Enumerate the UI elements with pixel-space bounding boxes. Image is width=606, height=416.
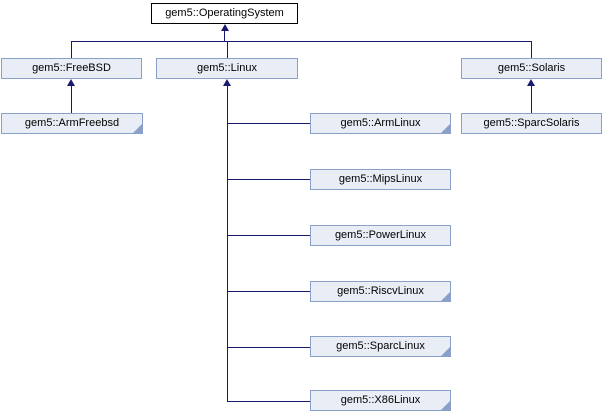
edge-powerlinux-branch [227,235,310,236]
edge-freebsd-stub [71,41,72,58]
truncated-corner-icon [441,401,450,410]
node-gem5-mipslinux[interactable]: gem5::MipsLinux [310,169,451,190]
edge-sparclinux-branch [227,347,310,348]
node-label: gem5::ArmFreebsd [24,117,120,129]
arrowhead-to-solaris-icon [527,79,535,86]
edge-riscvlinux-branch [227,291,310,292]
edge-armlinux-branch [227,123,310,124]
node-label: gem5::X86Linux [340,394,421,406]
edge-solaris-stub [531,41,532,58]
node-gem5-freebsd[interactable]: gem5::FreeBSD [1,58,142,79]
edge-linux-trunk [227,86,228,402]
node-gem5-x86linux[interactable]: gem5::X86Linux [310,390,451,411]
node-gem5-sparcsolaris[interactable]: gem5::SparcSolaris [461,113,602,134]
edge-children-rail [71,41,532,42]
node-gem5-armlinux[interactable]: gem5::ArmLinux [310,113,451,134]
node-gem5-operatingsystem: gem5::OperatingSystem [151,3,298,24]
node-gem5-riscvlinux[interactable]: gem5::RiscvLinux [310,281,451,302]
edge-armfreebsd-line [71,86,72,113]
edge-linux-stub [227,41,228,58]
node-gem5-sparclinux[interactable]: gem5::SparcLinux [310,336,451,357]
arrowhead-to-freebsd-icon [67,79,75,86]
node-label: gem5::ArmLinux [340,117,421,129]
truncated-corner-icon [441,292,450,301]
truncated-corner-icon [133,124,142,133]
edge-mipslinux-branch [227,179,310,180]
arrowhead-to-operatingsystem-icon [221,24,229,31]
edge-sparcsolaris-line [531,86,532,113]
truncated-corner-icon [441,347,450,356]
node-gem5-powerlinux[interactable]: gem5::PowerLinux [310,225,451,246]
node-label: gem5::SparcLinux [336,340,425,352]
node-gem5-linux[interactable]: gem5::Linux [156,58,298,79]
truncated-corner-icon [441,124,450,133]
node-label: gem5::RiscvLinux [337,285,424,297]
node-gem5-armfreebsd[interactable]: gem5::ArmFreebsd [1,113,143,134]
edge-operatingsystem-stub [224,30,225,42]
node-gem5-solaris[interactable]: gem5::Solaris [461,58,602,79]
edge-x86linux-branch [227,401,310,402]
arrowhead-to-linux-icon [223,79,231,86]
